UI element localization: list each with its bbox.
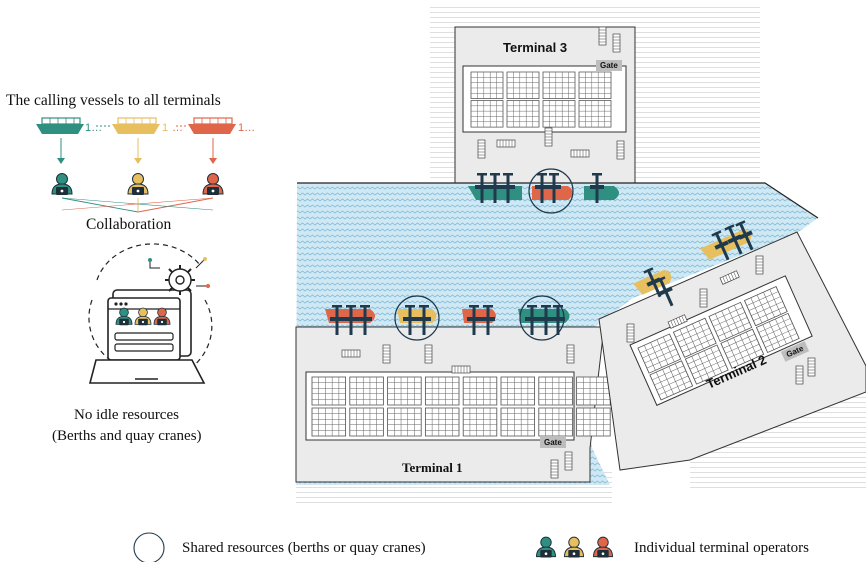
calling-vessel-red xyxy=(188,117,236,134)
terminal-1-label: Terminal 1 xyxy=(402,460,463,475)
operator-red-icon xyxy=(202,173,224,196)
svg-text:…: … xyxy=(172,122,183,134)
shoreline xyxy=(297,182,819,219)
shared-resource-circle-t3 xyxy=(528,168,574,214)
legend-shared-resources-label: Shared resources (berths or quay cranes) xyxy=(182,540,426,556)
no-idle-resources-label: No idle resources xyxy=(74,407,179,423)
legend-operator-red-icon xyxy=(593,536,613,559)
vessel-teal2-t3 xyxy=(584,186,619,200)
operator-teal-icon xyxy=(51,173,73,196)
shared-resource-circle-t1-a xyxy=(394,295,440,341)
laptop-collaboration-illustration xyxy=(88,243,213,384)
shared-resource-circle-t1-b xyxy=(519,295,565,341)
terminal-1-gate: Gate xyxy=(540,437,566,448)
terminal-2-yard xyxy=(629,275,813,406)
svg-text:1…: 1… xyxy=(238,122,255,134)
arrows-vessels-to-operators xyxy=(57,138,217,164)
terminal-3-label: Terminal 3 xyxy=(503,40,568,55)
calling-vessel-teal xyxy=(36,117,84,134)
svg-text:1: 1 xyxy=(162,122,168,134)
calling-vessel-yellow xyxy=(112,117,160,134)
legend-shared-circle-icon xyxy=(133,532,165,562)
collaboration-label: Collaboration xyxy=(86,216,172,233)
legend-operator-teal-icon xyxy=(536,536,556,559)
operator-yellow-icon xyxy=(127,173,149,196)
legend-operator-yellow-icon xyxy=(564,536,584,559)
berths-quay-cranes-label: (Berths and quay cranes) xyxy=(52,428,202,444)
collaboration-lines xyxy=(61,197,214,213)
terminal-3-gate: Gate xyxy=(596,60,622,71)
legend-operators-label: Individual terminal operators xyxy=(634,540,809,556)
svg-text:1…: 1… xyxy=(85,122,102,134)
calling-vessels-label: The calling vessels to all terminals xyxy=(6,92,221,109)
